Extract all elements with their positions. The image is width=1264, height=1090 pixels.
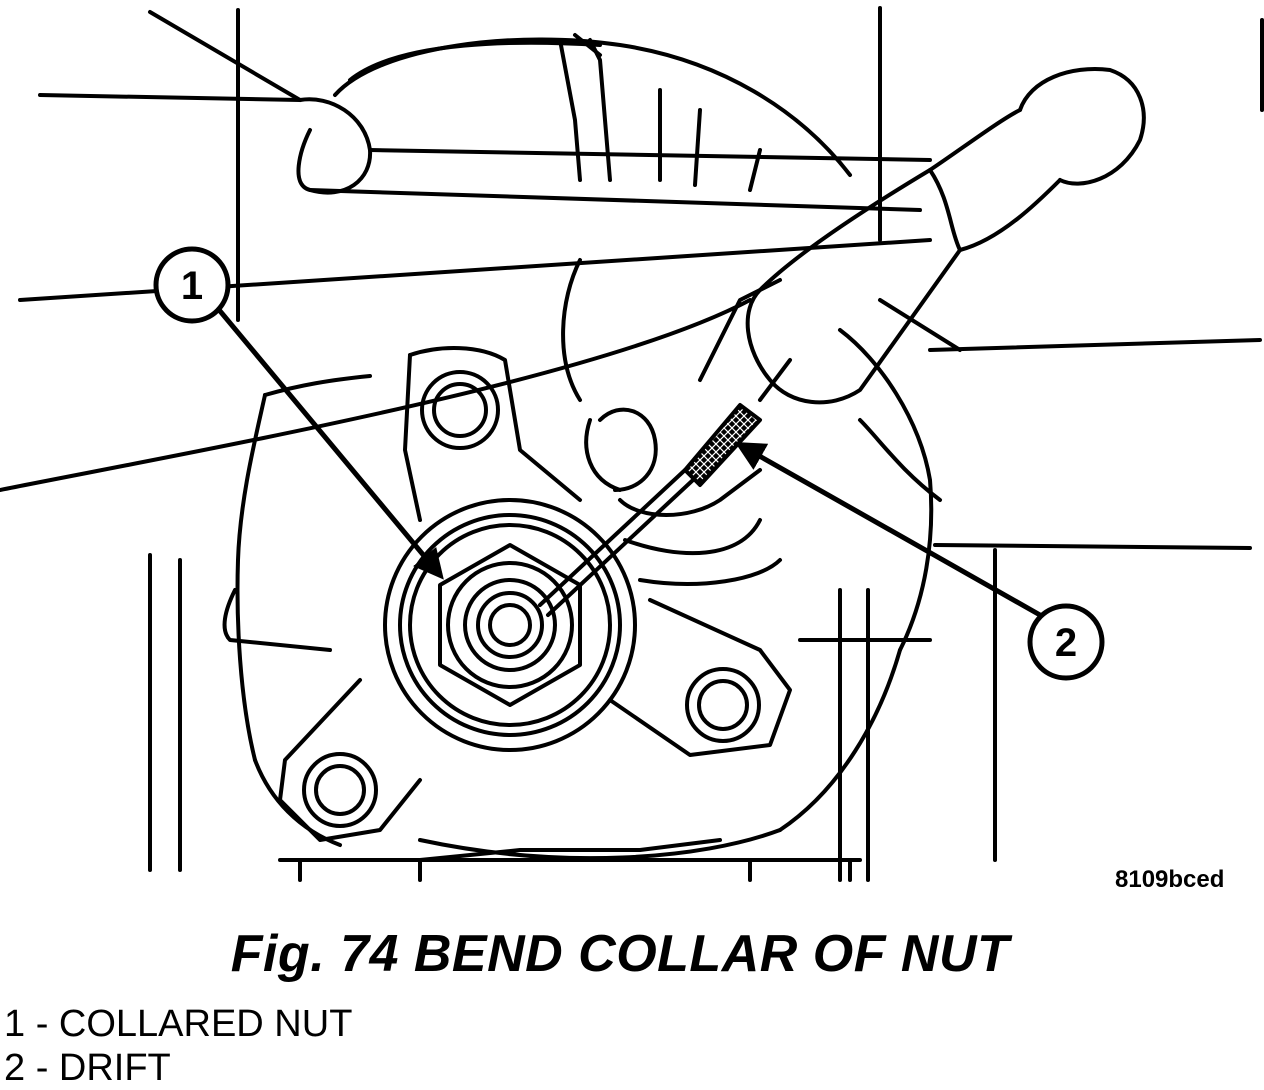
legend: 1 - COLLARED NUT 2 - DRIFT <box>4 1002 352 1090</box>
callout-2 <box>734 442 1105 681</box>
drift <box>538 358 792 617</box>
clutch-plate <box>278 346 792 842</box>
callout-2-number: 2 <box>1055 621 1077 665</box>
compressor-housing <box>222 33 942 862</box>
callout-1-number: 1 <box>181 264 203 308</box>
technical-illustration: 1 2 <box>0 6 1264 882</box>
legend-item: 2 - DRIFT <box>4 1047 171 1089</box>
hammer <box>745 67 1146 405</box>
right-hand <box>561 258 782 586</box>
left-hand <box>0 10 932 492</box>
legend-item: 1 - COLLARED NUT <box>4 1003 353 1045</box>
image-code: 8109bced <box>1115 866 1225 893</box>
figure-caption: Fig. 74 BEND COLLAR OF NUT <box>230 925 1010 983</box>
callout-1 <box>153 246 444 580</box>
collared-nut <box>438 543 582 707</box>
